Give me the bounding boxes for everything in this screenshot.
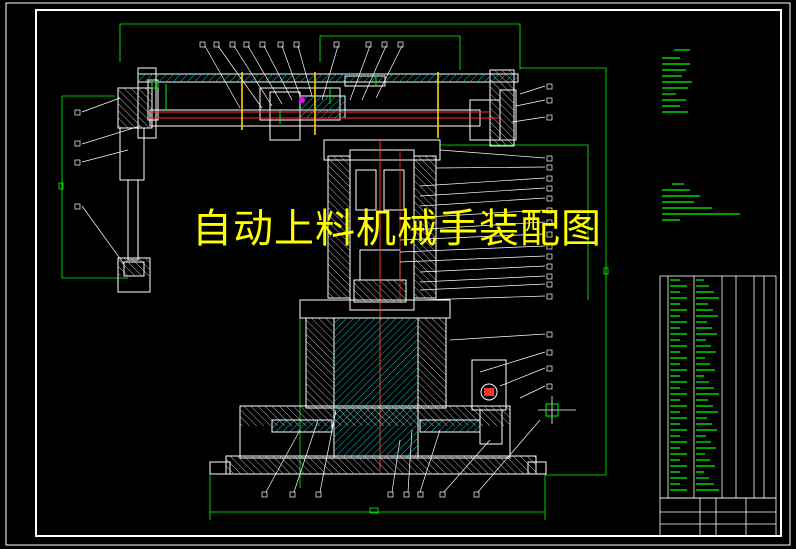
- balloon-tags-top: [199, 41, 404, 48]
- base-foot-hatch: [226, 456, 536, 474]
- leader-lines-left: [81, 97, 141, 265]
- base-shaft-hatch: [334, 318, 418, 458]
- dim-text-left: [58, 182, 64, 190]
- leader-lines-top: [204, 45, 403, 109]
- balloon-tags-bottom: [261, 491, 480, 498]
- motor: [471, 359, 507, 445]
- arm-green-details: [151, 76, 377, 124]
- motor-detail-box: [545, 403, 559, 417]
- upper-arm-rail-hatch: [138, 74, 518, 82]
- base-left-wall-hatch: [306, 318, 334, 408]
- outer-frame: [5, 2, 791, 546]
- gripper-jaw-hatch: [118, 258, 150, 276]
- parts-list: [659, 275, 777, 537]
- dim-text-bottom: [369, 507, 379, 514]
- column-right-hatch: [414, 156, 436, 298]
- column-left-hatch: [328, 156, 350, 298]
- balloon-tags-left: [74, 109, 81, 210]
- magenta-marker: [299, 97, 305, 103]
- leader-lines-right: [399, 85, 546, 399]
- gear-left-hatch: [271, 419, 333, 433]
- section-markers: [241, 72, 439, 138]
- leader-lines-bottom: [265, 409, 541, 493]
- gear-right-hatch: [419, 419, 481, 433]
- parts-list-rows: [670, 279, 719, 491]
- dim-text-right: [603, 267, 609, 275]
- drawing-title: 自动上料机械手装配图: [192, 206, 602, 252]
- balloon-tags-right: [546, 83, 553, 390]
- motor-red-core: [484, 388, 494, 396]
- inner-frame: [35, 9, 782, 537]
- left-head-hatch: [118, 88, 152, 128]
- technical-notes: [662, 49, 740, 221]
- arm-center-lines: [150, 111, 500, 119]
- right-cap-hatch: [490, 70, 514, 146]
- base-right-wall-hatch: [418, 318, 446, 408]
